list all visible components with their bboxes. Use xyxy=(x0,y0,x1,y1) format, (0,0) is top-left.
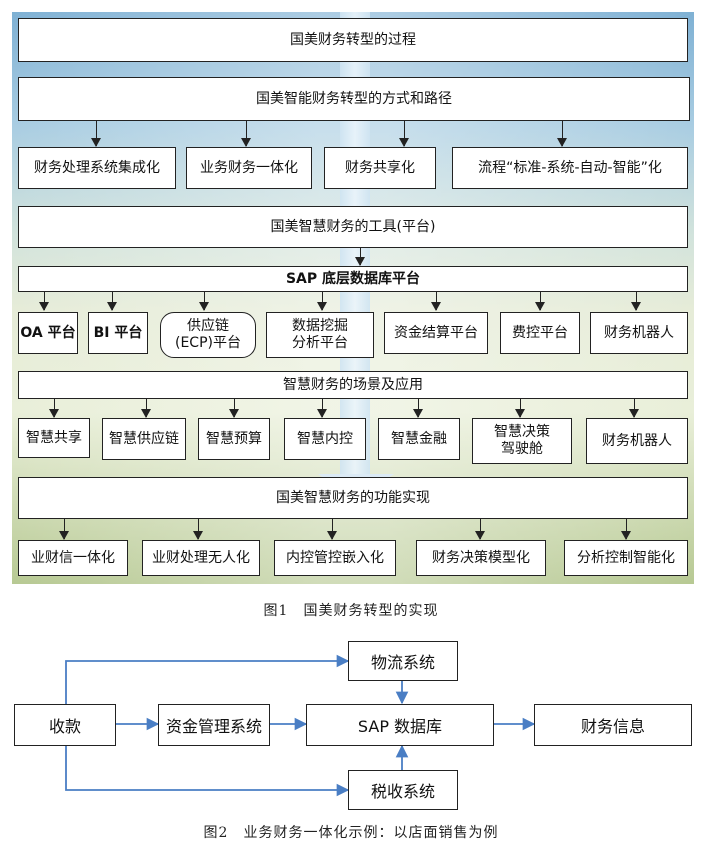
function-decision-modeling: 财务决策模型化 xyxy=(416,540,546,576)
node-tax-system: 税收系统 xyxy=(348,770,458,810)
node-sap-database: SAP 数据库 xyxy=(306,704,494,746)
function-unmanned-processing: 业财处理无人化 xyxy=(142,540,260,576)
arrow-to-scene-3 xyxy=(229,399,239,418)
platform-supply-chain-ecp: 供应链 (ECP)平台 xyxy=(160,312,256,358)
arrow-to-platform-5 xyxy=(431,292,441,311)
arrow-to-function-3 xyxy=(327,519,337,540)
arrow-to-platform-7 xyxy=(631,292,641,311)
way-process-standardization: 流程“标准-系统-自动-智能”化 xyxy=(452,147,688,189)
function-realization-bar: 国美智慧财务的功能实现 xyxy=(18,477,688,519)
arrow-to-scene-1 xyxy=(49,399,59,418)
platform-bi: BI 平台 xyxy=(88,312,148,354)
way-business-finance-integration: 业务财务一体化 xyxy=(186,147,312,189)
arrow-to-scene-7 xyxy=(629,399,639,418)
way-finance-sharing: 财务共享化 xyxy=(324,147,436,189)
node-finance-information: 财务信息 xyxy=(534,704,692,746)
arrow-to-platform-1 xyxy=(39,292,49,311)
arrow-to-way-2 xyxy=(241,121,251,147)
platform-expense-control: 费控平台 xyxy=(500,312,580,354)
function-info-integration: 业财信一体化 xyxy=(18,540,128,576)
scene-smart-supply-chain: 智慧供应链 xyxy=(102,418,186,460)
platform-oa: OA 平台 xyxy=(18,312,78,354)
scenes-and-applications-bar: 智慧财务的场景及应用 xyxy=(18,371,688,399)
arrow-to-platform-4 xyxy=(317,292,327,311)
tools-platform-bar: 国美智慧财务的工具(平台) xyxy=(18,206,688,248)
way-system-integration: 财务处理系统集成化 xyxy=(18,147,176,189)
node-fund-management-system: 资金管理系统 xyxy=(158,704,270,746)
arrow-to-platform-3 xyxy=(199,292,209,311)
arrow-to-function-2 xyxy=(193,519,203,540)
arrow-to-way-3 xyxy=(399,121,409,147)
figure2-caption: 图2 业务财务一体化示例：以店面销售为例 xyxy=(203,825,499,841)
function-intelligent-analysis: 分析控制智能化 xyxy=(564,540,688,576)
node-logistics-system: 物流系统 xyxy=(348,641,458,681)
scene-smart-finance: 智慧金融 xyxy=(378,418,460,460)
platform-finance-robot: 财务机器人 xyxy=(590,312,688,354)
arrow-to-way-4 xyxy=(557,121,567,147)
function-embedded-control: 内控管控嵌入化 xyxy=(274,540,396,576)
arrow-to-scene-5 xyxy=(413,399,423,418)
platform-fund-settlement: 资金结算平台 xyxy=(384,312,488,354)
scene-smart-decision-cockpit: 智慧决策 驾驶舱 xyxy=(472,418,572,464)
arrow-to-scene-4 xyxy=(317,399,327,418)
platform-data-mining: 数据挖掘 分析平台 xyxy=(266,312,374,358)
sap-database-platform-bar: SAP 底层数据库平台 xyxy=(18,266,688,292)
arrow-to-function-1 xyxy=(59,519,69,540)
node-receipt: 收款 xyxy=(14,704,116,746)
scene-smart-internal-control: 智慧内控 xyxy=(284,418,366,460)
ways-and-paths-bar: 国美智能财务转型的方式和路径 xyxy=(18,77,690,121)
arrow-to-function-4 xyxy=(475,519,485,540)
arrow-to-way-1 xyxy=(91,121,101,147)
arrow-to-function-5 xyxy=(621,519,631,540)
transformation-process-bar: 国美财务转型的过程 xyxy=(18,18,688,62)
scene-smart-budget: 智慧预算 xyxy=(198,418,270,460)
arrow-receipt-to-logistics xyxy=(65,654,350,704)
scene-finance-robot: 财务机器人 xyxy=(586,418,688,464)
figure1-caption: 图1 国美财务转型的实现 xyxy=(263,603,439,619)
arrow-to-scene-6 xyxy=(515,399,525,418)
scene-smart-sharing: 智慧共享 xyxy=(18,418,90,458)
arrow-to-platform-6 xyxy=(535,292,545,311)
arrow-to-scene-2 xyxy=(141,399,151,418)
arrow-receipt-to-tax xyxy=(65,745,350,797)
arrow-to-platform-2 xyxy=(107,292,117,311)
arrow-tools-to-sap xyxy=(355,248,365,266)
